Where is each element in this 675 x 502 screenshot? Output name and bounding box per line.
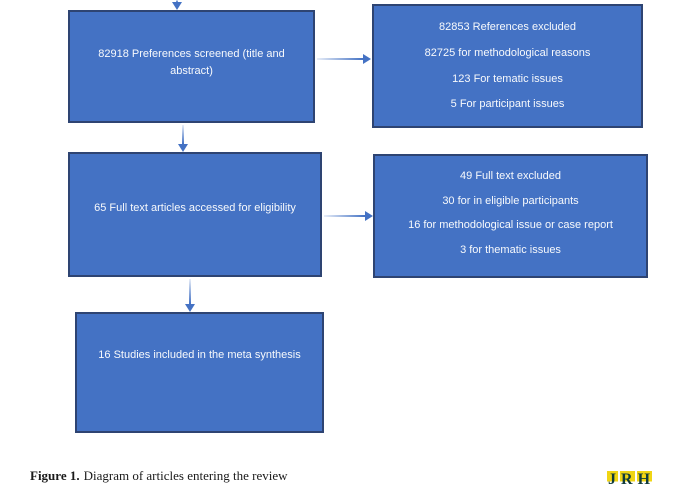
arrow-screened-to-fulltext <box>182 125 184 144</box>
fulltext-excluded-line-thematic: 3 for thematic issues <box>460 243 561 256</box>
fulltext-excluded-line-methodological: 16 for methodological issue or case repo… <box>408 219 613 231</box>
figure-caption: Figure 1.Diagram of articles entering th… <box>30 468 288 484</box>
arrow-into-screened-box <box>176 0 178 2</box>
flow-box-fulltext-excluded: 49 Full text excluded 30 for in eligible… <box>373 154 648 278</box>
flow-box-included: 16 Studies included in the meta synthesi… <box>75 312 324 433</box>
fulltext-excluded-line-participants: 30 for in eligible participants <box>442 194 579 207</box>
flow-box-screened: 82918 Preferences screened (title and ab… <box>68 10 315 123</box>
flow-box-fulltext: 65 Full text articles accessed for eligi… <box>68 152 322 277</box>
arrow-fulltext-to-excluded <box>324 215 365 217</box>
flow-box-included-text: 16 Studies included in the meta synthesi… <box>98 349 301 362</box>
fulltext-excluded-line-total: 49 Full text excluded <box>460 170 561 182</box>
flow-box-screened-text: 82918 Preferences screened (title and ab… <box>98 48 285 77</box>
excluded-line-tematic: 123 For tematic issues <box>452 72 563 85</box>
logo-letter-h: H <box>636 471 653 488</box>
excluded-line-total: 82853 References excluded <box>439 21 576 33</box>
flow-box-references-excluded: 82853 References excluded 82725 for meth… <box>372 4 643 128</box>
logo-letter-j: J <box>607 471 618 488</box>
flow-box-fulltext-text: 65 Full text articles accessed for eligi… <box>94 202 296 215</box>
figure-caption-text: Diagram of articles entering the review <box>83 468 288 483</box>
excluded-line-participant: 5 For participant issues <box>450 98 565 111</box>
excluded-line-methodological: 82725 for methodological reasons <box>424 46 591 59</box>
logo-letter-r: R <box>620 471 635 488</box>
figure-caption-label: Figure 1. <box>30 468 80 483</box>
arrow-screened-to-excluded <box>317 58 363 60</box>
arrow-fulltext-to-included <box>189 279 191 304</box>
